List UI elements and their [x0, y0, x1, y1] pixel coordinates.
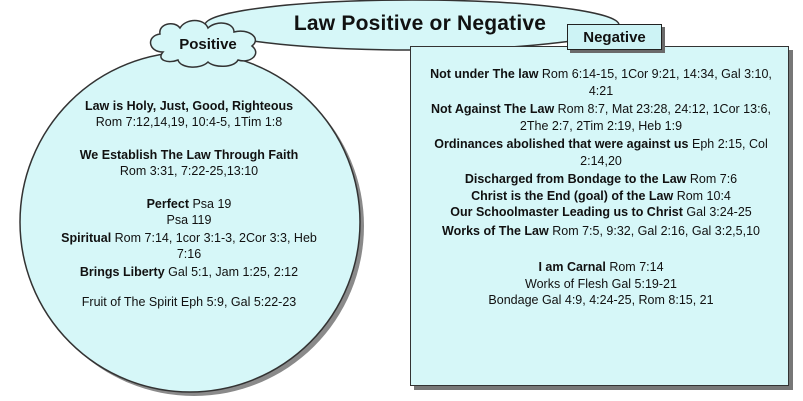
- positive-item-ref: Psa 119: [166, 213, 212, 227]
- negative-item-bold: Not under The law: [430, 67, 539, 81]
- negative-item: Works of Flesh Gal 5:19-21: [420, 276, 782, 293]
- negative-item-text: Bondage Gal 4:9, 4:24-25, Rom 8:15, 21: [488, 293, 714, 307]
- negative-item-bold: Works of The Law: [442, 223, 549, 238]
- positive-item: Law is Holy, Just, Good, Righteous Rom 7…: [60, 98, 318, 130]
- positive-item-bold: Perfect: [146, 197, 189, 211]
- positive-item-ref: Rom 7:14, 1cor 3:1-3, 2Cor 3:3, Heb 7:16: [114, 231, 317, 261]
- positive-cloud: [149, 19, 257, 68]
- negative-item: Christ is the End (goal) of the Law Rom …: [420, 188, 782, 205]
- negative-item-bold: Christ is the End (goal) of the Law: [471, 188, 674, 203]
- positive-item-bold: Brings Liberty: [79, 265, 165, 279]
- negative-item: Discharged from Bondage to the Law Rom 7…: [420, 171, 782, 188]
- negative-item-ref: Gal 3:24-25: [686, 205, 752, 219]
- negative-item: Not under The law Rom 6:14-15, 1Cor 9:21…: [420, 66, 782, 99]
- negative-item: Works of The Law Rom 7:5, 9:32, Gal 2:16…: [420, 223, 782, 240]
- positive-item-ref: Rom 3:31, 7:22-25,13:10: [119, 164, 259, 178]
- negative-item-bold: Discharged from Bondage to the Law: [464, 172, 687, 186]
- negative-item-ref: Rom 10:4: [676, 188, 731, 203]
- positive-item: We Establish The Law Through Faith Rom 3…: [60, 147, 318, 179]
- negative-item: I am Carnal Rom 7:14: [420, 259, 782, 276]
- positive-item-ref: Gal 5:1, Jam 1:25, 2:12: [168, 265, 299, 279]
- positive-item-ref: Rom 7:12,14,19, 10:4-5, 1Tim 1:8: [95, 115, 283, 129]
- negative-item: Our Schoolmaster Leading us to Christ Ga…: [420, 204, 782, 221]
- positive-item: Perfect Psa 19 Psa 119: [60, 196, 318, 228]
- negative-item-bold: Our Schoolmaster Leading us to Christ: [450, 205, 683, 219]
- negative-item-bold: Not Against The Law: [431, 102, 555, 116]
- diagram-title: Law Positive or Negative: [293, 12, 547, 35]
- negative-item: Ordinances abolished that were against u…: [420, 136, 782, 169]
- positive-item: Fruit of The Spirit Eph 5:9, Gal 5:22-23: [60, 294, 318, 310]
- negative-box: [410, 46, 789, 386]
- negative-item-ref: Rom 7:6: [689, 172, 738, 186]
- negative-item-ref: Rom 8:7, Mat 23:28, 24:12, 1Cor 13:6, 2T…: [519, 102, 771, 133]
- negative-item-text: Works of Flesh Gal 5:19-21: [525, 276, 677, 291]
- negative-list: Not under The law Rom 6:14-15, 1Cor 9:21…: [420, 66, 782, 309]
- positive-item-ref: Psa 19: [192, 197, 232, 211]
- positive-item-bold: Law is Holy, Just, Good, Righteous: [84, 99, 294, 113]
- positive-list: Law is Holy, Just, Good, Righteous Rom 7…: [60, 98, 318, 310]
- negative-item: Bondage Gal 4:9, 4:24-25, Rom 8:15, 21: [420, 292, 782, 309]
- negative-item-ref: Rom 7:14: [609, 260, 664, 274]
- negative-item-ref: Eph 2:15, Col 2:14,20: [580, 137, 768, 168]
- positive-item: Spiritual Rom 7:14, 1cor 3:1-3, 2Cor 3:3…: [60, 230, 318, 262]
- positive-item-text: Fruit of The Spirit Eph 5:9, Gal 5:22-23: [81, 295, 297, 309]
- positive-item: Brings Liberty Gal 5:1, Jam 1:25, 2:12: [60, 264, 318, 280]
- negative-item-bold: Ordinances abolished that were against u…: [434, 137, 689, 151]
- negative-item-bold: I am Carnal: [538, 260, 606, 274]
- positive-label: Positive: [179, 36, 237, 53]
- negative-item: Not Against The Law Rom 8:7, Mat 23:28, …: [420, 101, 782, 134]
- negative-item-ref: Rom 6:14-15, 1Cor 9:21, 14:34, Gal 3:10,…: [541, 67, 772, 98]
- positive-item-bold: Spiritual: [61, 231, 112, 245]
- negative-item-ref: Rom 7:5, 9:32, Gal 2:16, Gal 3:2,5,10: [552, 223, 760, 238]
- positive-item-bold: We Establish The Law Through Faith: [79, 148, 299, 162]
- negative-label: Negative: [567, 24, 662, 50]
